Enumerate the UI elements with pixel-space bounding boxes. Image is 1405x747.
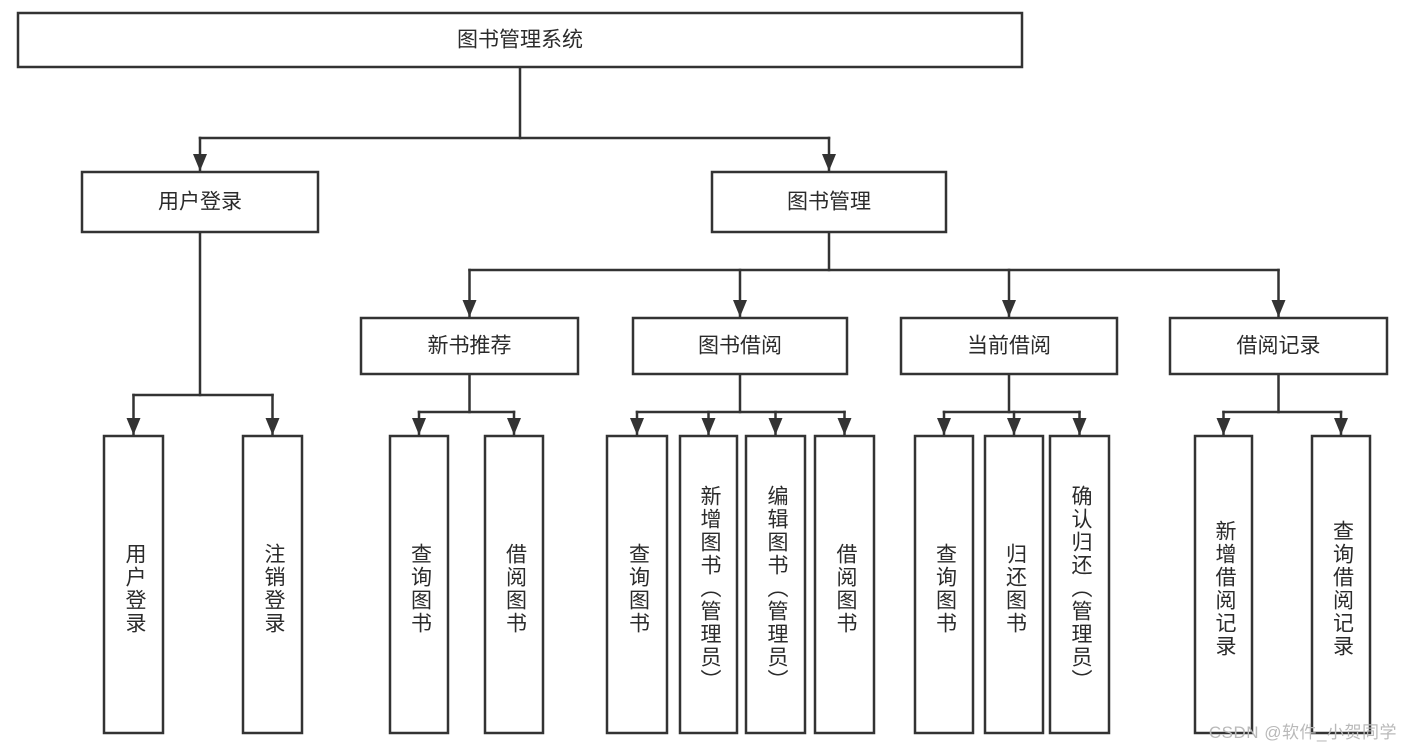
node-box-leaf-borrow-book[interactable] bbox=[813, 434, 876, 735]
arrow-head-icon-to-leaf-query-book-current bbox=[937, 418, 951, 435]
node-box-leaf-user-logout[interactable] bbox=[241, 434, 304, 735]
arrow-head-icon-to-leaf-add-record bbox=[1216, 418, 1231, 435]
node-box-leaf-add-book[interactable] bbox=[678, 434, 739, 735]
node-label-new-book-recommend: 新书推荐 bbox=[428, 335, 512, 358]
node-label-current-borrow: 当前借阅 bbox=[967, 335, 1051, 358]
node-box-current-borrow[interactable] bbox=[899, 316, 1119, 376]
arrow-head-icon-to-leaf-borrow-book bbox=[837, 418, 852, 435]
arrow-head-icon-to-current-borrow bbox=[1002, 300, 1016, 317]
node-box-book-management[interactable] bbox=[710, 170, 948, 234]
node-box-leaf-user-login[interactable] bbox=[102, 434, 165, 735]
node-box-leaf-borrow-book-rec[interactable] bbox=[483, 434, 545, 735]
arrow-head-icon-to-book-borrow bbox=[733, 300, 747, 317]
node-box-leaf-query-book-borrow[interactable] bbox=[605, 434, 669, 735]
arrow-head-icon-to-leaf-confirm-return bbox=[1072, 418, 1087, 435]
node-box-borrow-record[interactable] bbox=[1168, 316, 1389, 376]
node-box-leaf-query-book-rec[interactable] bbox=[388, 434, 450, 735]
arrow-head-icon-to-leaf-edit-book bbox=[768, 418, 783, 435]
node-box-leaf-confirm-return[interactable] bbox=[1048, 434, 1111, 735]
csdn-watermark: CSDN @软件_小贺同学 bbox=[1208, 723, 1397, 742]
node-box-leaf-query-book-current[interactable] bbox=[913, 434, 975, 735]
node-box-leaf-return-book[interactable] bbox=[983, 434, 1045, 735]
node-label-book-management: 图书管理 bbox=[787, 191, 871, 214]
arrow-head-icon-to-leaf-borrow-book-rec bbox=[507, 418, 521, 435]
arrow-head-icon-to-user-login bbox=[193, 154, 207, 171]
node-box-leaf-add-record[interactable] bbox=[1193, 434, 1254, 735]
arrow-head-icon-to-leaf-user-logout bbox=[265, 418, 280, 435]
node-label-user-login: 用户登录 bbox=[158, 191, 242, 214]
arrow-head-icon-to-leaf-query-book-borrow bbox=[630, 418, 644, 435]
arrow-head-icon-to-borrow-record bbox=[1271, 300, 1286, 317]
arrow-head-icon-to-new-book-recommend bbox=[462, 300, 477, 317]
node-box-book-borrow[interactable] bbox=[631, 316, 849, 376]
node-label-borrow-record: 借阅记录 bbox=[1237, 335, 1321, 358]
arrow-head-icon-to-leaf-user-login bbox=[126, 418, 141, 435]
arrow-head-icon-to-leaf-query-book-rec bbox=[412, 418, 426, 435]
arrow-head-icon-to-leaf-query-record bbox=[1334, 418, 1348, 435]
arrow-head-icon-to-leaf-add-book bbox=[701, 418, 716, 435]
node-boxes-group bbox=[16, 11, 1389, 735]
arrow-head-icon-to-leaf-return-book bbox=[1007, 418, 1021, 435]
node-box-leaf-query-record[interactable] bbox=[1310, 434, 1372, 735]
connector-lines-group bbox=[126, 65, 1348, 436]
node-box-user-login[interactable] bbox=[80, 170, 320, 234]
node-box-root[interactable] bbox=[16, 11, 1024, 69]
node-box-leaf-edit-book[interactable] bbox=[744, 434, 807, 735]
node-label-book-borrow: 图书借阅 bbox=[698, 335, 782, 358]
node-label-root: 图书管理系统 bbox=[457, 29, 583, 52]
arrow-head-icon-to-book-management bbox=[822, 154, 836, 171]
node-box-new-book-recommend[interactable] bbox=[359, 316, 580, 376]
